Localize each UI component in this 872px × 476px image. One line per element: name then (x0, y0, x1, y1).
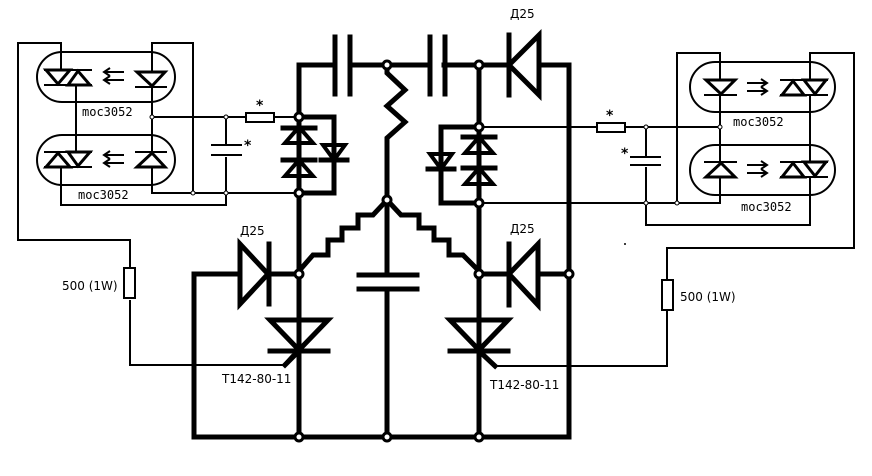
thyristor-label: T142-80-11 (489, 378, 559, 392)
resistor-label: 500 (1W) (680, 290, 736, 304)
optocoupler-body (36, 51, 176, 103)
diode-label: Д25 (510, 222, 535, 236)
led-icon (702, 78, 739, 97)
power-circuit: Д25 (191, 7, 575, 443)
light-arrow-icon (102, 67, 124, 85)
diode-icon (505, 28, 542, 102)
resistor-icon (123, 267, 136, 299)
resistor-label: 500 (1W) (62, 279, 118, 293)
triac-icon (778, 78, 830, 97)
thyristor-icon (264, 317, 334, 369)
optocoupler-label: moc3052 (82, 105, 133, 119)
capacitor-value: * (244, 138, 252, 154)
inductor-icon (383, 196, 483, 275)
diode-label: Д25 (510, 7, 535, 21)
diode-stack-left (280, 114, 350, 196)
diode-icon (505, 237, 541, 312)
capacitor-icon (332, 34, 353, 97)
junction-nodes (293, 59, 575, 443)
light-arrow-icon (747, 160, 769, 178)
capacitor-icon (427, 34, 448, 97)
diode-label: Д25 (240, 224, 265, 238)
optocoupler-top-left: moc3052 (36, 51, 176, 119)
triac-icon (42, 68, 94, 87)
capacitor-icon (356, 272, 420, 292)
resistor-value: * (256, 98, 264, 114)
capacitor-icon (630, 156, 661, 166)
resistor-icon (661, 279, 674, 311)
right-control-wiring: * * 500 (1W) (477, 52, 855, 367)
optocoupler-label: moc3052 (741, 200, 792, 214)
optocoupler-body (36, 134, 176, 186)
optocoupler-bottom-left: moc3052 (36, 134, 176, 202)
thyristor-icon (444, 317, 514, 370)
resistor-icon (245, 112, 275, 123)
led-icon (702, 160, 739, 179)
inductor-icon (295, 196, 391, 275)
optocoupler-label: moc3052 (733, 115, 784, 129)
optocoupler-top-right: moc3052 (689, 61, 836, 129)
light-arrow-icon (102, 150, 124, 168)
resistor-icon (596, 122, 626, 133)
diode-stack-right (425, 124, 498, 206)
capacitor-icon (211, 144, 242, 156)
thyristor-label: T142-80-11 (221, 372, 291, 386)
led-icon (133, 150, 169, 169)
capacitor-value: * (621, 146, 629, 162)
left-control-wiring: * * 500 (1W) (17, 42, 298, 366)
diode-icon (237, 237, 272, 311)
resistor-value: * (606, 108, 614, 124)
led-icon (133, 70, 169, 89)
triac-icon (778, 160, 830, 179)
inductor-icon (383, 62, 409, 203)
light-arrow-icon (747, 78, 769, 96)
triac-icon (42, 150, 94, 169)
optocoupler-label: moc3052 (78, 188, 129, 202)
